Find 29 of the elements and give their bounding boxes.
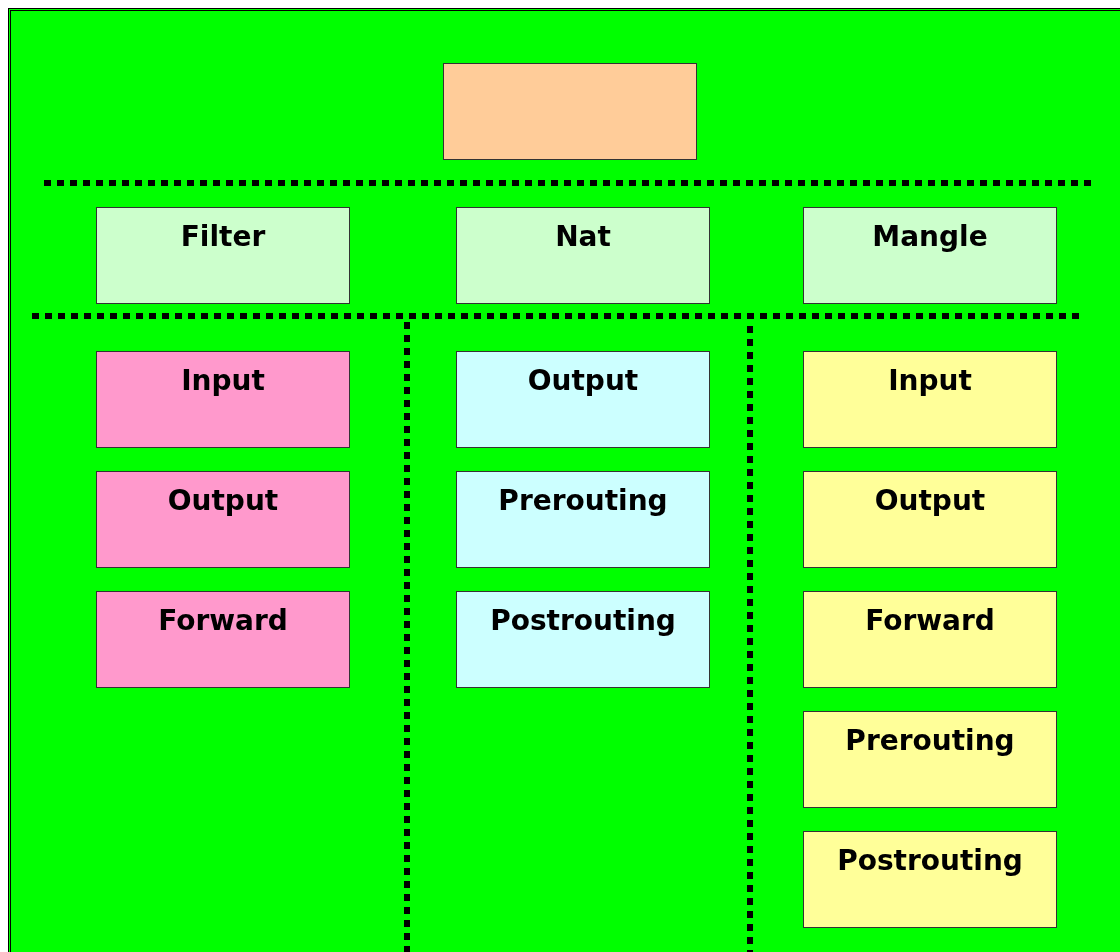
table-box	[803, 207, 1057, 304]
table-box	[96, 207, 350, 304]
chain-name: Prerouting	[498, 484, 668, 517]
chain-box	[456, 351, 710, 448]
chain-name: Postrouting	[837, 844, 1023, 877]
table-name: Nat	[555, 220, 611, 253]
chain-name: Output	[874, 484, 986, 517]
chain-box	[456, 591, 710, 688]
chain-name: Input	[181, 364, 265, 397]
chain-box	[803, 471, 1057, 568]
chain-box	[803, 351, 1057, 448]
table-box	[456, 207, 710, 304]
chain-box	[96, 471, 350, 568]
chain-box	[803, 711, 1057, 808]
chain-box	[96, 351, 350, 448]
chain-name: Forward	[865, 604, 995, 637]
chain-name: Forward	[158, 604, 288, 637]
chain-name: Input	[888, 364, 972, 397]
chain-box	[96, 591, 350, 688]
table-name: Filter	[180, 220, 266, 253]
chain-name: Postrouting	[490, 604, 676, 637]
chain-name: Prerouting	[845, 724, 1015, 757]
chain-name: Output	[527, 364, 639, 397]
chain-box	[803, 591, 1057, 688]
empty-box	[443, 63, 697, 160]
chain-box	[456, 471, 710, 568]
table-name: Mangle	[872, 220, 988, 253]
chain-box	[803, 831, 1057, 928]
chain-name: Output	[167, 484, 279, 517]
